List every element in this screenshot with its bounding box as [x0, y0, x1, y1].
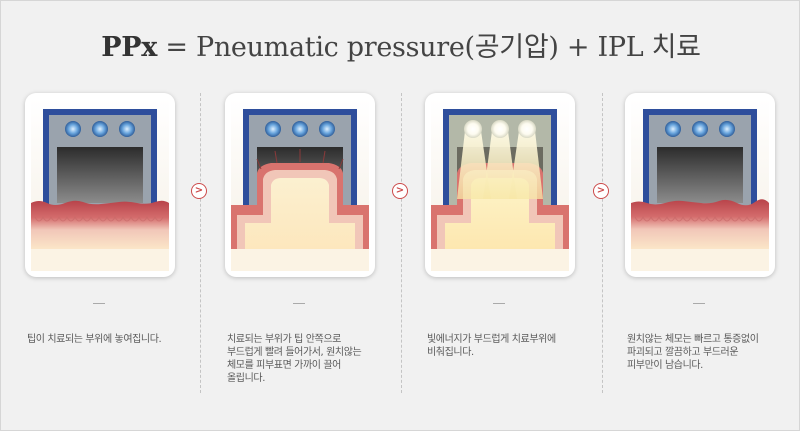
- step-2-description: 치료되는 부위가 팁 안쪽으로 부드럽게 빨려 들어가서, 원치않는 체모를 피…: [227, 334, 362, 384]
- next-arrow-icon: >: [593, 183, 609, 199]
- lamp-icon: [119, 121, 135, 137]
- title-ppx: PPx: [101, 32, 158, 63]
- step-3-description: 빛에너지가 부드럽게 치료부위에 비춰집니다.: [427, 334, 556, 358]
- page-title: PPx = Pneumatic pressure(공기압) + IPL 치료: [1, 25, 799, 64]
- lamp-icon: [65, 121, 81, 137]
- light-beam: [457, 131, 491, 199]
- step-2-dash: [293, 303, 305, 304]
- skin-layer: [31, 200, 169, 249]
- next-arrow-icon: >: [392, 183, 408, 199]
- step-1-description: 팁이 치료되는 부위에 놓여집니다.: [27, 334, 162, 345]
- glowing-lamp-icon: [518, 120, 536, 138]
- glowing-lamp-icon: [464, 120, 482, 138]
- lamp-icon: [719, 121, 735, 137]
- step-divider-3: [602, 93, 603, 393]
- step-4-dash: [693, 303, 705, 304]
- tip-chamber: [57, 147, 143, 203]
- lamp-icon: [665, 121, 681, 137]
- step-divider-2: [401, 93, 402, 393]
- step-1-illustration: [31, 99, 169, 271]
- step-3-dash: [493, 303, 505, 304]
- step-divider-1: [200, 93, 201, 393]
- step-2-illustration-card: [225, 93, 375, 277]
- step-3-illustration-card: [425, 93, 575, 277]
- light-beam: [483, 131, 517, 199]
- step-1-illustration-card: [25, 93, 175, 277]
- lamp-icon: [319, 121, 335, 137]
- step-4-description: 원치않는 체모는 빠르고 통증없이 파괴되고 깔끔하고 부드러운 피부만이 남습…: [627, 334, 759, 371]
- step-3-illustration: [431, 99, 569, 271]
- skin-layer: [631, 199, 769, 249]
- glowing-lamp-icon: [491, 120, 509, 138]
- lamp-icon: [292, 121, 308, 137]
- next-arrow-icon: >: [191, 183, 207, 199]
- step-4-illustration: [631, 99, 769, 271]
- lamp-icon: [692, 121, 708, 137]
- light-beam: [509, 131, 543, 199]
- tip-chamber: [657, 147, 743, 203]
- lamp-icon: [92, 121, 108, 137]
- title-formula: = Pneumatic pressure(공기압) + IPL 치료: [157, 32, 701, 63]
- step-4-illustration-card: [625, 93, 775, 277]
- step-2-illustration: [231, 99, 369, 271]
- step-1-dash: [93, 303, 105, 304]
- lamp-icon: [265, 121, 281, 137]
